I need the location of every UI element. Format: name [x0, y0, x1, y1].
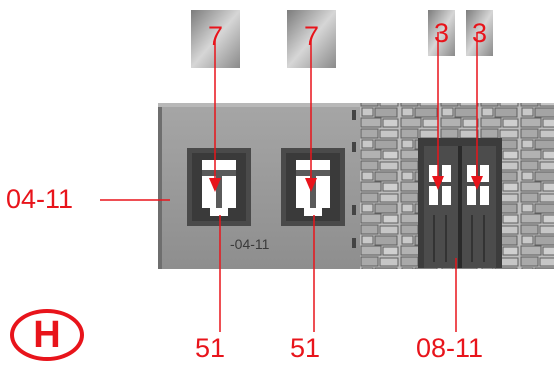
window-left — [187, 148, 251, 226]
part-number-7-left: 7 — [207, 21, 224, 51]
arrowhead — [471, 176, 483, 190]
arrowhead — [305, 178, 317, 192]
part-number-3-right: 3 — [471, 18, 488, 48]
arrowhead — [432, 176, 444, 190]
side-label-04-11: 04-11 — [6, 184, 74, 214]
part-number-7-right: 7 — [303, 21, 320, 51]
scale-h-badge: H — [10, 309, 84, 361]
bottom-label-51-right: 51 — [290, 333, 321, 363]
part-number-3-left: 3 — [433, 18, 450, 48]
double-door — [418, 138, 502, 268]
arrowhead — [209, 178, 221, 192]
bottom-label-51-left: 51 — [195, 333, 226, 363]
part-tile-3 — [428, 10, 455, 56]
part-tile-4 — [466, 10, 493, 56]
wall-marking: -04-11 — [230, 236, 270, 252]
window-middle — [281, 148, 345, 226]
bottom-label-08-11: 08-11 — [416, 333, 484, 363]
